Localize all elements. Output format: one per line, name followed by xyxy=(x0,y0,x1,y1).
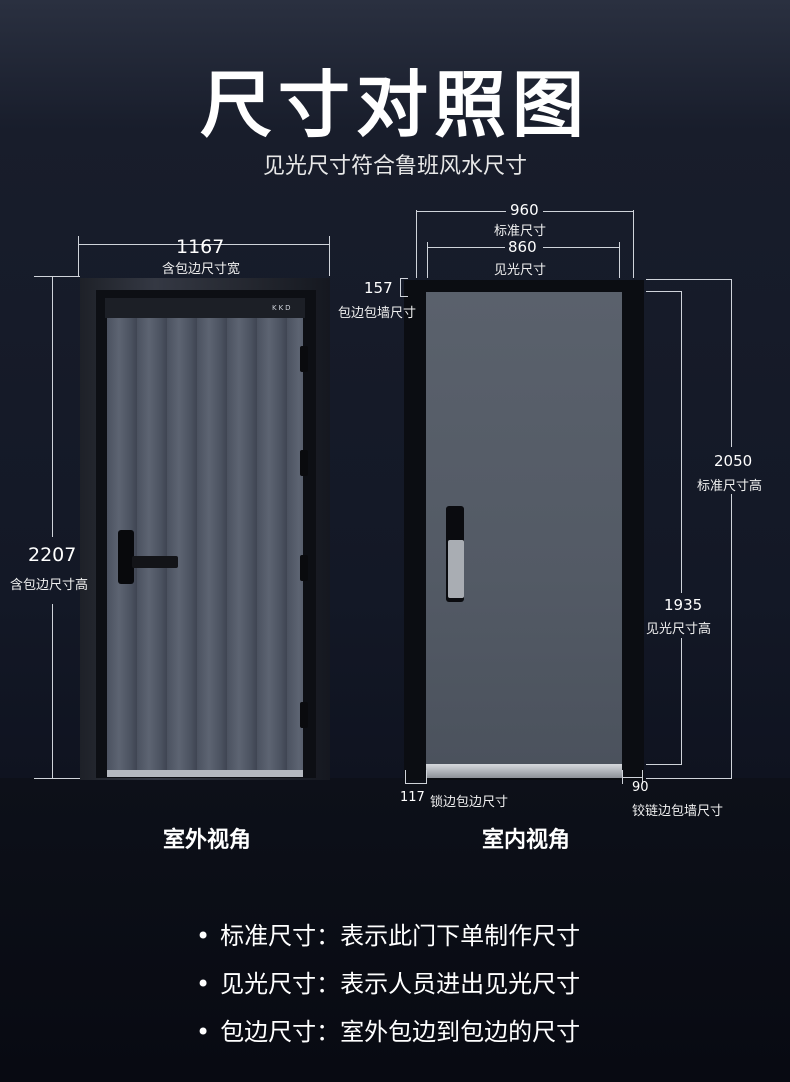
hinge-side-value: 90 xyxy=(632,780,649,795)
standard-width-value: 960 xyxy=(510,201,539,219)
outer-door-header xyxy=(105,298,305,318)
visible-width-label: 见光尺寸 xyxy=(494,263,547,278)
outer-height-label: 含包边尺寸高 xyxy=(10,578,89,593)
visible-height-value: 1935 xyxy=(664,596,703,614)
inner-door-sill xyxy=(426,764,622,778)
legend-item: 标准尺寸：表示此门下单制作尺寸 xyxy=(196,916,580,951)
standard-height-value: 2050 xyxy=(714,452,753,470)
lock-plate-icon xyxy=(448,540,464,598)
lock-side-value: 117 xyxy=(400,790,425,805)
hinge xyxy=(300,702,308,728)
page-title: 尺寸对照图 xyxy=(199,63,590,147)
hinge xyxy=(300,450,308,476)
hinge xyxy=(300,346,308,372)
wrap-wall-label: 包边包墙尺寸 xyxy=(338,306,417,321)
visible-width-value: 860 xyxy=(508,238,537,256)
legend-item: 包边尺寸：室外包边到包边的尺寸 xyxy=(196,1012,580,1047)
visible-height-label: 见光尺寸高 xyxy=(646,622,712,637)
hinge xyxy=(300,555,308,581)
door-handle-icon xyxy=(132,556,178,568)
outer-door-brand: KKD xyxy=(272,304,293,312)
outer-door-panel xyxy=(107,318,303,770)
outer-width-label: 含包边尺寸宽 xyxy=(162,262,241,277)
hinge-side-label: 铰链边包墙尺寸 xyxy=(632,804,724,819)
outer-view-caption: 室外视角 xyxy=(163,828,252,853)
page-subtitle: 见光尺寸符合鲁班风水尺寸 xyxy=(262,154,527,179)
standard-width-label: 标准尺寸 xyxy=(494,224,547,239)
smart-lock-icon xyxy=(118,530,134,584)
outer-door-sill xyxy=(107,770,303,777)
standard-height-label: 标准尺寸高 xyxy=(697,479,763,494)
wrap-wall-value: 157 xyxy=(364,279,393,297)
lock-side-label: 锁边包边尺寸 xyxy=(430,795,509,810)
outer-height-value: 2207 xyxy=(28,544,77,566)
outer-width-value: 1167 xyxy=(176,236,225,258)
inner-view-caption: 室内视角 xyxy=(482,828,571,853)
legend-item: 见光尺寸：表示人员进出见光尺寸 xyxy=(196,964,580,999)
